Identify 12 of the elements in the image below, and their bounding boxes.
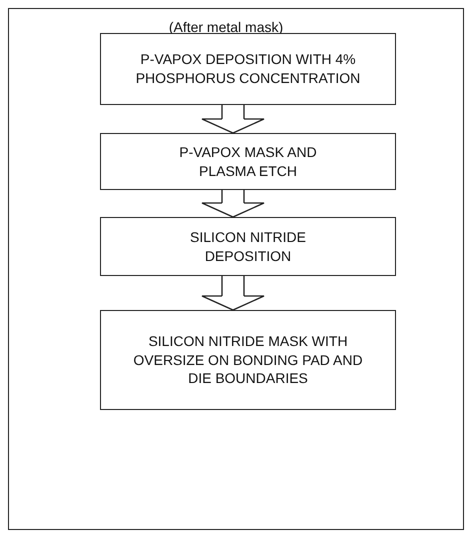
- step-text: SILICON NITRIDE MASK WITH OVERSIZE ON BONDING PAD AND DIE BOUNDARIES: [132, 332, 364, 388]
- title: (After metal mask): [168, 19, 284, 35]
- hollow-arrow: [201, 189, 265, 218]
- process-box: [100, 217, 396, 276]
- step-text: P-VAPOX DEPOSITION WITH 4% PHOSPHORUS CONCENTRATION: [134, 50, 362, 88]
- process-box: [100, 33, 396, 105]
- step-text: P-VAPOX MASK AND PLASMA ETCH: [178, 142, 318, 180]
- process-box: [100, 133, 396, 190]
- hollow-arrow: [201, 104, 265, 134]
- hollow-arrow: [201, 275, 265, 311]
- step-text: SILICON NITRIDE DEPOSITION: [189, 228, 307, 266]
- process-box: [100, 310, 396, 410]
